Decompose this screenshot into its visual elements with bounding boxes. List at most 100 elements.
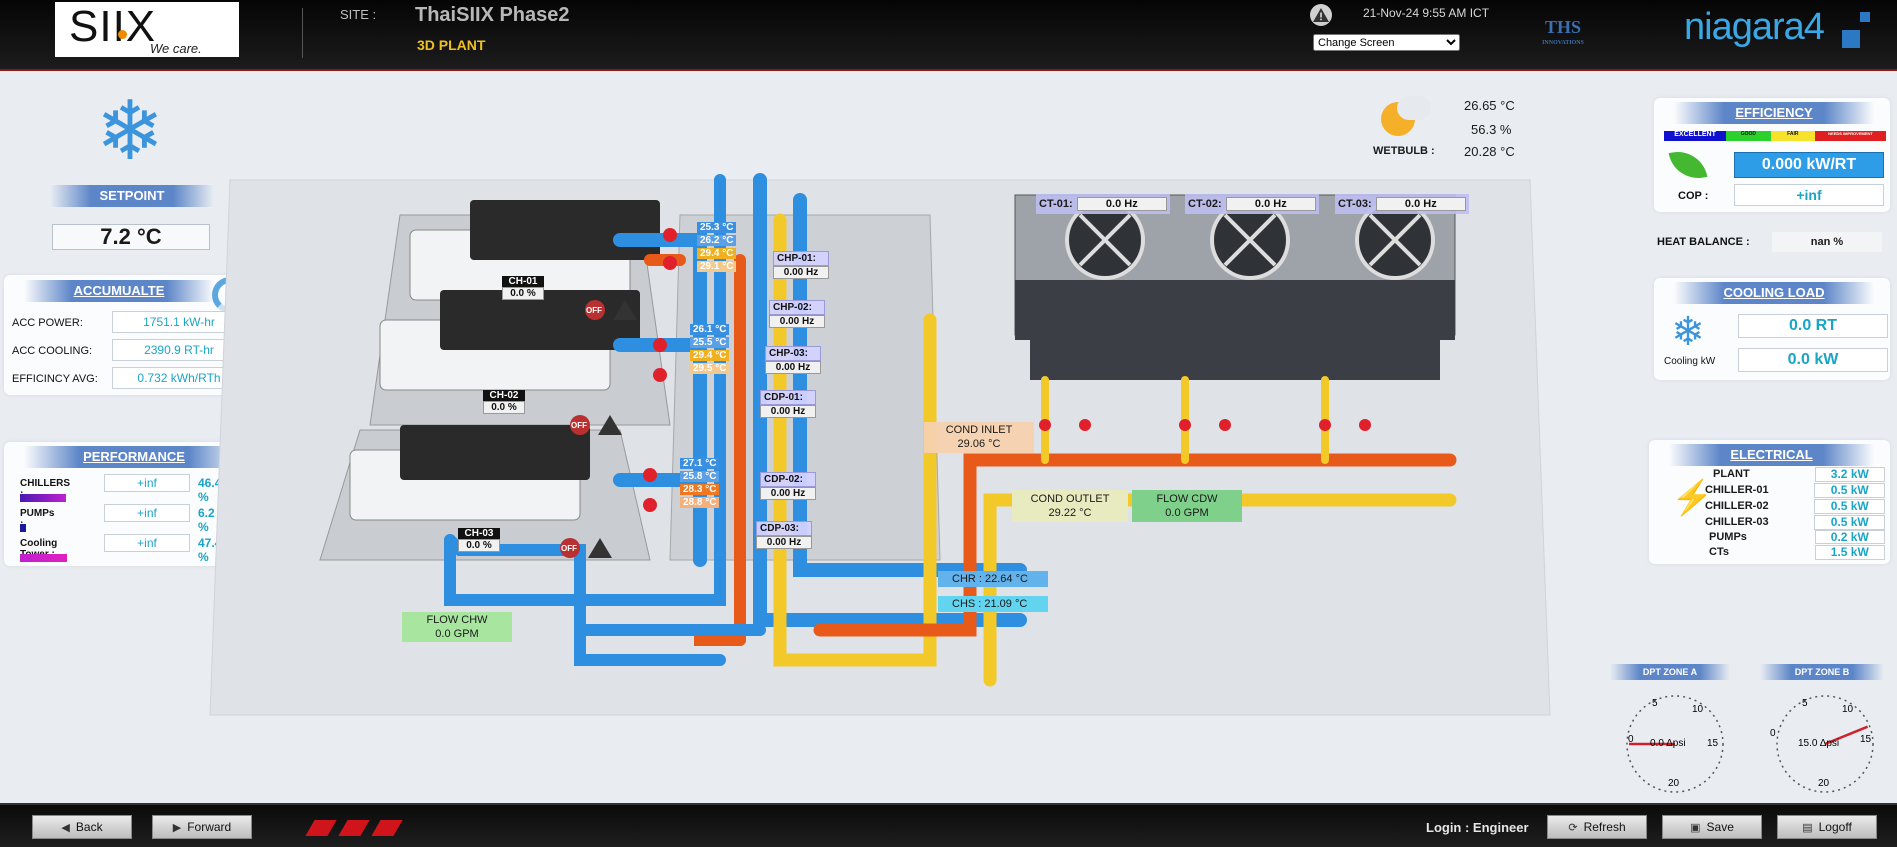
logo-dot [118, 30, 127, 39]
flow-cdw-label: FLOW CDW [1156, 493, 1218, 505]
ch03-temps: 27.1 °C 25.8 °C 28.3 °C 28.8 °C [680, 458, 720, 508]
legend-good: GOOD [1726, 131, 1771, 141]
accumulate-panel: ACCUMUALTE ACC POWER: 1751.1 kW-hr ACC C… [4, 275, 262, 395]
ct01-value: 0.0 Hz [1076, 197, 1167, 211]
pump-chp02-tag[interactable]: CHP-02: 0.00 Hz [769, 300, 825, 328]
electrical-row: CHILLER-02 0.5 kW [1705, 498, 1885, 514]
cooling-kw-label: Cooling kW [1664, 356, 1716, 367]
plant-diagram [209, 173, 1551, 716]
refresh-button[interactable]: ⟳Refresh [1547, 815, 1647, 839]
pumps-perf-percent: 6.2 % [198, 506, 215, 534]
change-screen-select[interactable]: Change Screen [1313, 34, 1460, 51]
logo-tagline: We care. [150, 41, 202, 56]
pump-cdp03-tag[interactable]: CDP-03: 0.00 Hz [756, 521, 812, 549]
chp01-value: 0.00 Hz [773, 266, 829, 279]
back-button[interactable]: ◀ Back [32, 815, 132, 839]
efficiency-kw-rt: 0.000 kW/RT [1734, 152, 1884, 178]
chp03-name: CHP-03: [765, 346, 821, 361]
efficiency-legend: EXCELLENT GOOD FAIR NEEDS IMPROVEMENT [1664, 131, 1887, 141]
lightning-icon: ⚡ [1671, 479, 1714, 517]
dpt-b-needle [1824, 725, 1869, 746]
chiller03-power-value: 0.5 kW [1814, 514, 1885, 530]
cond-outlet-display: COND OUTLET 29.22 °C [1012, 490, 1128, 522]
ch03-temp: 28.8 °C [680, 497, 720, 508]
alarm-icon[interactable] [1310, 4, 1332, 26]
logoff-label: Logoff [1818, 820, 1852, 834]
screen-name: 3D PLANT [417, 37, 486, 53]
plant-power-label: PLANT [1713, 468, 1750, 480]
electrical-rows: PLANT 3.2 kW CHILLER-01 0.5 kW CHILLER-0… [1705, 466, 1885, 560]
ct03-tag[interactable]: CT-03: 0.0 Hz [1335, 194, 1469, 214]
cooling-tower-perf-percent: 47.4 % [198, 536, 222, 564]
forward-arrow-icon: ▶ [172, 821, 182, 834]
forward-button[interactable]: ▶ Forward [152, 815, 252, 839]
ch01-temp: 29.1 °C [697, 261, 737, 272]
flow-chw-label: FLOW CHW [426, 614, 488, 626]
dpt-b-tick: 10 [1842, 704, 1854, 715]
cond-inlet-value: 29.06 °C [957, 438, 1001, 450]
efficiency-avg-value: 0.732 kWh/RTh [112, 367, 246, 389]
save-button[interactable]: ▣Save [1662, 815, 1762, 839]
cond-inlet-display: COND INLET 29.06 °C [924, 422, 1034, 453]
chiller-01-tag[interactable]: CH-01 0.0 % [502, 276, 544, 300]
cdp03-value: 0.00 Hz [756, 536, 812, 549]
back-arrow-icon: ◀ [61, 821, 70, 834]
site-name: ThaiSIIX Phase2 [415, 4, 570, 26]
forward-label: Forward [187, 820, 232, 834]
dpt-a-tick: 5 [1652, 698, 1658, 709]
electrical-row: PUMPs 0.2 kW [1705, 530, 1885, 544]
electrical-row: CHILLER-03 0.5 kW [1705, 514, 1885, 530]
ths-logo-text: THS [1544, 17, 1582, 37]
heat-balance-value: nan % [1772, 232, 1882, 252]
niagara-logo: niagara4 [1684, 6, 1825, 48]
cop-value: +inf [1734, 184, 1884, 206]
dpt-b-tick: 0 [1770, 728, 1776, 739]
logoff-button[interactable]: ▤Logoff [1777, 815, 1877, 839]
pump-chp01-tag[interactable]: CHP-01: 0.00 Hz [773, 251, 829, 279]
dpt-b-tick: 15 [1860, 734, 1872, 745]
cdp03-name: CDP-03: [756, 521, 812, 536]
pump-chp03-tag[interactable]: CHP-03: 0.00 Hz [765, 346, 821, 374]
legend-needs-improvement: NEEDS IMPROVEMENT [1814, 131, 1887, 141]
dpt-b-tick: 5 [1802, 698, 1808, 709]
heat-balance-label: HEAT BALANCE : [1657, 236, 1750, 248]
ct02-value: 0.0 Hz [1225, 197, 1316, 211]
electrical-row: CHILLER-01 0.5 kW [1705, 482, 1885, 498]
pump-cdp02-tag[interactable]: CDP-02: 0.00 Hz [760, 472, 816, 500]
back-label: Back [75, 820, 103, 834]
cooling-load-kw: 0.0 kW [1738, 348, 1888, 372]
pumps-power-label: PUMPs [1709, 531, 1747, 543]
chp02-name: CHP-02: [769, 300, 825, 315]
chiller-03-tag[interactable]: CH-03 0.0 % [458, 528, 500, 552]
siix-logo: SIIX We care. [55, 2, 239, 57]
ch03-temp: 25.8 °C [680, 471, 720, 482]
setpoint-value[interactable]: 7.2 °C [52, 224, 210, 250]
dpt-b-tick: 20 [1818, 778, 1830, 789]
performance-title: PERFORMANCE [24, 446, 244, 468]
dpt-zone-a-title: DPT ZONE A [1610, 664, 1730, 680]
ch03-temp: 27.1 °C [680, 458, 720, 469]
ct01-tag[interactable]: CT-01: 0.0 Hz [1036, 194, 1170, 214]
ch03-state: OFF [561, 544, 577, 553]
legend-fair: FAIR [1770, 131, 1815, 141]
ch02-name: CH-02 [483, 390, 525, 401]
setpoint-title: SETPOINT [50, 185, 214, 207]
ch02-state: OFF [571, 421, 587, 430]
ch01-state: OFF [586, 306, 602, 315]
chiller-02-tag[interactable]: CH-02 0.0 % [483, 390, 525, 414]
outdoor-temp: 26.65 °C [1464, 98, 1515, 113]
cond-inlet-label: COND INLET [945, 424, 1013, 436]
legend-excellent: EXCELLENT [1664, 131, 1727, 141]
site-label: SITE : [340, 7, 377, 22]
chp01-name: CHP-01: [773, 251, 829, 266]
ch02-temp: 29.5 °C [690, 363, 730, 374]
pump-cdp01-tag[interactable]: CDP-01: 0.00 Hz [760, 390, 816, 418]
ch03-value: 0.0 % [458, 539, 500, 552]
cond-outlet-label: COND OUTLET [1030, 493, 1110, 505]
dpt-a-value: 0.0 Δpsi [1650, 738, 1686, 749]
cooling-load-title: COOLING LOAD [1674, 282, 1874, 304]
cdp01-name: CDP-01: [760, 390, 816, 405]
ct02-tag[interactable]: CT-02: 0.0 Hz [1185, 194, 1319, 214]
cts-power-value: 1.5 kW [1814, 544, 1885, 560]
ths-tagline: INNOVATIONS [1542, 40, 1584, 46]
